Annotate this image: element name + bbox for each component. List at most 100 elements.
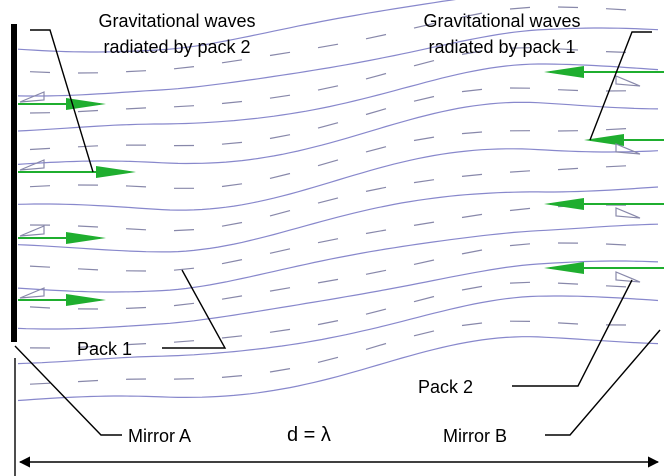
label-mirror-a: Mirror A bbox=[128, 426, 191, 446]
wave-arrow bbox=[18, 294, 106, 306]
wavefront-dash bbox=[461, 50, 483, 55]
wavefront-dash bbox=[365, 186, 387, 192]
wavefront-dash bbox=[221, 335, 243, 339]
wavefront-dash bbox=[317, 356, 339, 363]
wavefront-dash bbox=[221, 295, 243, 300]
wavefront-dash bbox=[461, 213, 483, 219]
wavefront-dash bbox=[269, 210, 291, 217]
source-marker bbox=[19, 91, 45, 103]
wavefront-dash bbox=[317, 43, 339, 49]
wavefront-dash bbox=[29, 382, 51, 385]
label-waves-pack1-line2: radiated by pack 1 bbox=[428, 37, 576, 57]
wavefront-dash bbox=[269, 368, 291, 373]
source-marker bbox=[19, 225, 45, 237]
wavefront-dash bbox=[365, 308, 387, 315]
wavefront-line bbox=[17, 260, 659, 330]
wavefront-dash bbox=[509, 243, 531, 247]
wavefront-dash bbox=[413, 136, 435, 142]
wavefront-dash bbox=[29, 71, 51, 74]
wavefront-dash bbox=[557, 167, 579, 171]
wavefront-dash bbox=[413, 259, 435, 265]
wavefront-dash bbox=[29, 147, 51, 151]
wavefront-dash bbox=[413, 95, 435, 102]
wavefront-dash bbox=[173, 66, 195, 70]
wavefront-dash bbox=[77, 379, 99, 383]
wavefront-dash bbox=[461, 249, 483, 255]
wavefront-dash bbox=[605, 165, 627, 168]
wavefront-dash bbox=[317, 320, 339, 326]
wavefront-line bbox=[17, 295, 659, 365]
wave-arrow bbox=[18, 98, 106, 110]
wavefront-dash bbox=[29, 185, 51, 188]
wavefront-dash bbox=[413, 179, 435, 184]
wavefront-line bbox=[17, 223, 659, 293]
label-waves-pack2-line2: radiated by pack 2 bbox=[103, 37, 251, 57]
wavefront-dash bbox=[605, 128, 627, 131]
wavefront-line bbox=[17, 186, 659, 253]
label-pack1: Pack 1 bbox=[77, 339, 133, 359]
wavefront-dash bbox=[317, 159, 339, 167]
wavefront-dash bbox=[557, 48, 579, 51]
wavefront-dash bbox=[413, 295, 435, 303]
wavefront-dash bbox=[221, 59, 243, 64]
wave-arrow bbox=[18, 232, 106, 244]
wavefront-dash bbox=[317, 85, 339, 91]
label-waves-pack1: Gravitational waves radiated by pack 1 bbox=[392, 10, 612, 58]
wavefront-dash bbox=[413, 60, 435, 67]
label-waves-pack1-line1: Gravitational waves bbox=[423, 11, 581, 31]
wavefront-dash bbox=[557, 89, 579, 92]
label-pack2: Pack 2 bbox=[418, 377, 474, 397]
wavefront-dash bbox=[173, 229, 195, 232]
wave-arrow bbox=[544, 198, 664, 210]
wavefront-dash bbox=[269, 248, 291, 254]
wavefront-dash bbox=[461, 173, 483, 177]
wavefront-dash bbox=[173, 105, 195, 108]
wavefront-dash bbox=[461, 88, 483, 93]
mirror-a-bar bbox=[11, 24, 17, 342]
label-mirror-b: Mirror B bbox=[443, 426, 507, 446]
callout-line-mirror-b bbox=[545, 329, 661, 436]
source-marker bbox=[615, 75, 641, 87]
wavefront-dash bbox=[509, 281, 531, 284]
wavefront-dash bbox=[605, 8, 627, 11]
wavefront-dash bbox=[269, 172, 291, 179]
wavefront-dash bbox=[461, 131, 483, 135]
wavefront-dash bbox=[77, 109, 99, 113]
wavefront-dash bbox=[605, 51, 627, 53]
wavefront-dash bbox=[317, 238, 339, 244]
wavefront-dash bbox=[221, 100, 243, 105]
wavefront-dash bbox=[461, 12, 483, 18]
wavefront-dash bbox=[173, 267, 195, 271]
wavefront-dash bbox=[365, 33, 387, 40]
wavefront-dash bbox=[269, 287, 291, 292]
wavefront-dash bbox=[221, 183, 243, 188]
wavefront-dash bbox=[365, 146, 387, 153]
wavefront-dash bbox=[77, 345, 99, 348]
wavefront-dash bbox=[173, 340, 195, 343]
source-marker bbox=[615, 271, 641, 283]
wavefront-dash bbox=[365, 269, 387, 275]
gravitational-wave-arrows bbox=[18, 66, 664, 306]
wavefront-dash bbox=[317, 278, 339, 284]
source-marker bbox=[615, 143, 641, 155]
wavefront-dash bbox=[365, 229, 387, 235]
label-distance: d = λ bbox=[287, 424, 331, 446]
callout-line-pack1 bbox=[162, 269, 227, 349]
wavefront-dash bbox=[29, 265, 51, 268]
wavefront-dash bbox=[125, 70, 147, 73]
wave-arrow bbox=[544, 66, 664, 78]
wavefront-dash bbox=[269, 51, 291, 57]
wavefront-line bbox=[17, 101, 659, 165]
wavefront-dash bbox=[557, 282, 579, 285]
callout-line-waves-pack1 bbox=[589, 31, 652, 141]
wavefront-dash bbox=[77, 268, 99, 271]
wavefront-dashes bbox=[29, 6, 627, 385]
source-marker bbox=[19, 159, 45, 171]
wavefront-line bbox=[17, 148, 659, 211]
wavefront-dash bbox=[365, 72, 387, 80]
source-marker bbox=[615, 207, 641, 219]
wavefront-dash bbox=[77, 145, 99, 148]
wavefront-line bbox=[17, 0, 457, 53]
